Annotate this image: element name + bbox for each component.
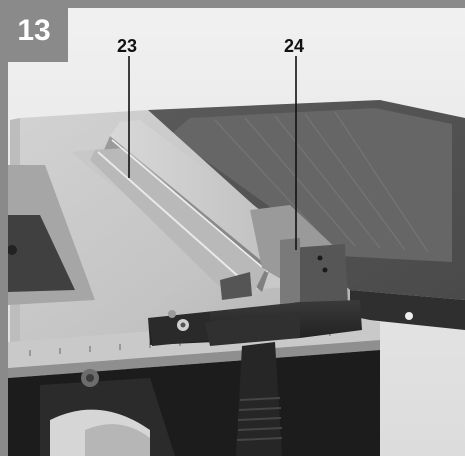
figure-number-badge: 13: [0, 0, 68, 62]
frame-left-border: [0, 0, 8, 456]
figure-number: 13: [17, 14, 51, 47]
callout-label-24: 24: [284, 36, 305, 56]
callout-label-23: 23: [117, 36, 138, 56]
frame-top-border: [0, 0, 465, 8]
